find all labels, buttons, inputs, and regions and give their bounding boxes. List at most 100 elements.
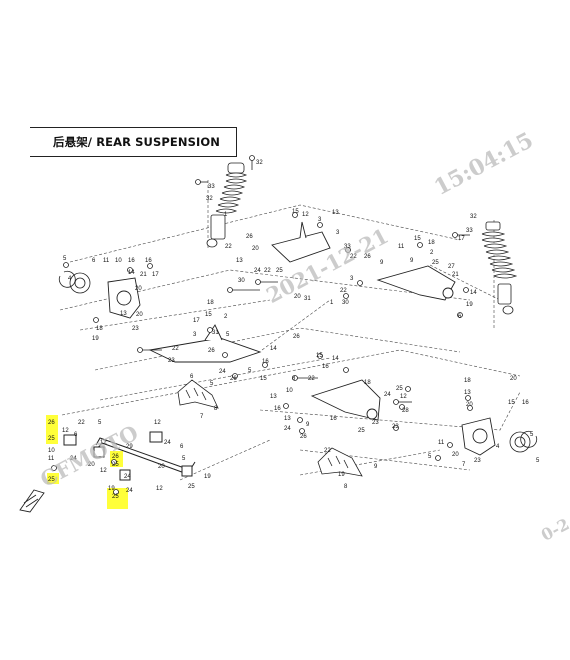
part-label: 25 bbox=[432, 260, 439, 266]
part-label: 1 bbox=[224, 212, 228, 218]
part-label: 25 bbox=[48, 477, 55, 483]
part-label: 9 bbox=[410, 258, 414, 264]
part-label: 13 bbox=[332, 210, 339, 216]
part-label: 20 bbox=[252, 246, 259, 252]
part-label: 12 bbox=[154, 420, 161, 426]
part-label: 13 bbox=[236, 258, 243, 264]
part-label: 26 bbox=[293, 334, 300, 340]
part-label: 6 bbox=[190, 374, 194, 380]
assembly-lines bbox=[59, 180, 521, 481]
part-label: 22 bbox=[225, 244, 232, 250]
part-label: 18 bbox=[464, 378, 471, 384]
right-knuckle bbox=[461, 417, 496, 456]
part-label: 12 bbox=[62, 428, 69, 434]
part-label: 14 bbox=[270, 346, 277, 352]
part-label: 13 bbox=[120, 311, 127, 317]
part-label: 22 bbox=[350, 254, 357, 260]
part-label: 31 bbox=[304, 296, 311, 302]
part-label: 8 bbox=[344, 484, 348, 490]
part-label: 17 bbox=[152, 272, 159, 278]
lower-a-arm-right bbox=[310, 379, 381, 421]
part-label: 26 bbox=[246, 234, 253, 240]
part-label: 11 bbox=[398, 244, 405, 250]
part-label: 5 bbox=[63, 256, 67, 262]
part-label: 12 bbox=[302, 212, 309, 218]
part-label: 24 bbox=[164, 440, 171, 446]
part-label: 20 bbox=[510, 376, 517, 382]
part-label: 18 bbox=[207, 300, 214, 306]
part-label: 27 bbox=[448, 264, 455, 270]
right-arm-guard bbox=[317, 447, 363, 477]
part-label: 5 bbox=[428, 454, 432, 460]
part-label: 19 bbox=[466, 302, 473, 308]
part-label: 9 bbox=[306, 422, 310, 428]
part-label: 18 bbox=[96, 326, 103, 332]
part-label: 5 bbox=[98, 420, 102, 426]
part-label: 2 bbox=[224, 314, 228, 320]
left-knuckle bbox=[107, 277, 141, 319]
part-label: 3 bbox=[318, 217, 322, 223]
part-number-labels: 33 32 32 1 22 26 15 3 33 20 22 25 24 30 … bbox=[48, 160, 540, 500]
part-label: 22 bbox=[340, 288, 347, 294]
part-label: 16 bbox=[522, 400, 529, 406]
part-label: 23 bbox=[392, 424, 399, 430]
left-arm-guard bbox=[177, 379, 219, 409]
part-label: 26 bbox=[230, 376, 237, 382]
part-label: 29 bbox=[126, 444, 133, 450]
part-label: 19 bbox=[338, 472, 345, 478]
part-label: 5 bbox=[182, 456, 186, 462]
part-label: 25 bbox=[188, 484, 195, 490]
part-label: 16 bbox=[128, 258, 135, 264]
part-label: 25 bbox=[396, 386, 403, 392]
part-label: 6 bbox=[180, 444, 184, 450]
part-label: 25 bbox=[112, 462, 119, 468]
part-label: 20 bbox=[452, 452, 459, 458]
part-label: 14 bbox=[470, 290, 477, 296]
stabilizer-bar bbox=[63, 431, 196, 481]
part-label: 26 bbox=[364, 254, 371, 260]
right-bearing bbox=[509, 430, 538, 453]
part-label: 14 bbox=[332, 356, 339, 362]
part-label: 16 bbox=[145, 258, 152, 264]
part-label: 24 bbox=[124, 474, 131, 480]
bolts bbox=[51, 155, 473, 495]
part-label: 10 bbox=[48, 448, 55, 454]
part-label: 8 bbox=[292, 376, 296, 382]
front-arrow-icon bbox=[19, 489, 45, 513]
part-label: 20 bbox=[136, 312, 143, 318]
title-frame bbox=[30, 127, 237, 157]
upper-a-arm-left bbox=[271, 221, 331, 263]
part-label: 22 bbox=[324, 448, 331, 454]
part-label: 25 bbox=[48, 436, 55, 442]
part-label: 3 bbox=[336, 230, 340, 236]
part-label: 5 bbox=[248, 368, 252, 374]
part-label: 8 bbox=[214, 406, 218, 412]
part-label: 3 bbox=[193, 332, 197, 338]
part-label: 23 bbox=[474, 458, 481, 464]
part-label: 10 bbox=[286, 388, 293, 394]
part-label: 15 bbox=[508, 400, 515, 406]
part-label: 16 bbox=[330, 416, 337, 422]
left-shock-absorber bbox=[206, 162, 248, 248]
part-label: 7 bbox=[200, 414, 204, 420]
part-label: 13 bbox=[284, 416, 291, 422]
upper-a-arm-right bbox=[376, 265, 456, 301]
part-label: 24 bbox=[284, 426, 291, 432]
part-label: 6 bbox=[74, 432, 78, 438]
part-label: 10 bbox=[115, 258, 122, 264]
part-label: 25 bbox=[276, 268, 283, 274]
part-label: 24 bbox=[219, 369, 226, 375]
part-label: 21 bbox=[140, 272, 147, 278]
lower-a-arm-left bbox=[148, 324, 262, 363]
left-bearing bbox=[58, 270, 91, 294]
part-label: 15 bbox=[414, 236, 421, 242]
part-label: 3 bbox=[350, 276, 354, 282]
part-label: 11 bbox=[103, 258, 110, 264]
part-label: 25 bbox=[358, 428, 365, 434]
part-label: 12 bbox=[100, 440, 107, 446]
part-label: 9 bbox=[380, 260, 384, 266]
part-label: 23 bbox=[168, 358, 175, 364]
part-label: 21 bbox=[452, 272, 459, 278]
part-label: 6 bbox=[458, 314, 462, 320]
part-label: 16 bbox=[262, 359, 269, 365]
